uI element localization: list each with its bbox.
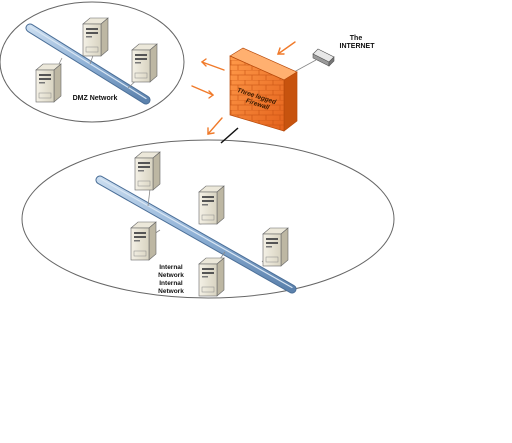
- firewall-brick-icon: [229, 47, 298, 132]
- dmz-network-label: DMZ Network: [73, 95, 118, 102]
- traffic-arrow-icon-4: [207, 117, 223, 135]
- internal-server-icon-1: [134, 151, 161, 191]
- internal-network-label-line1: Internal: [159, 264, 183, 271]
- internet-label-line1: The: [350, 35, 363, 42]
- dmz-server-icon-3: [131, 43, 158, 83]
- internal-network-label-line3: Internal: [159, 280, 183, 287]
- traffic-arrow-icon-2: [200, 58, 225, 71]
- traffic-arrow-icons: [191, 41, 296, 135]
- internal-backbone-pipe: [95, 175, 297, 294]
- internet-label-line2: INTERNET: [340, 43, 376, 50]
- dmz-network-zone: [0, 1, 185, 123]
- internal-server-icon-4: [262, 227, 289, 267]
- internal-server-icon-3: [130, 221, 157, 261]
- modem-icon: [312, 48, 335, 67]
- traffic-arrow-icon-3: [191, 85, 215, 99]
- internal-network-zone: [21, 139, 395, 299]
- traffic-arrow-icon-1: [277, 41, 296, 55]
- dmz-server-icon-2: [35, 63, 62, 103]
- internal-server-icon-2: [198, 185, 225, 225]
- dmz-backbone-pipe: [25, 23, 151, 105]
- dmz-server-icon-1: [82, 17, 109, 57]
- firewall-internal-link: [220, 127, 239, 144]
- internal-server-icon-5: [198, 257, 225, 297]
- internal-network-label-line4: Network: [158, 288, 184, 295]
- internal-network-label-line2: Network: [158, 272, 184, 279]
